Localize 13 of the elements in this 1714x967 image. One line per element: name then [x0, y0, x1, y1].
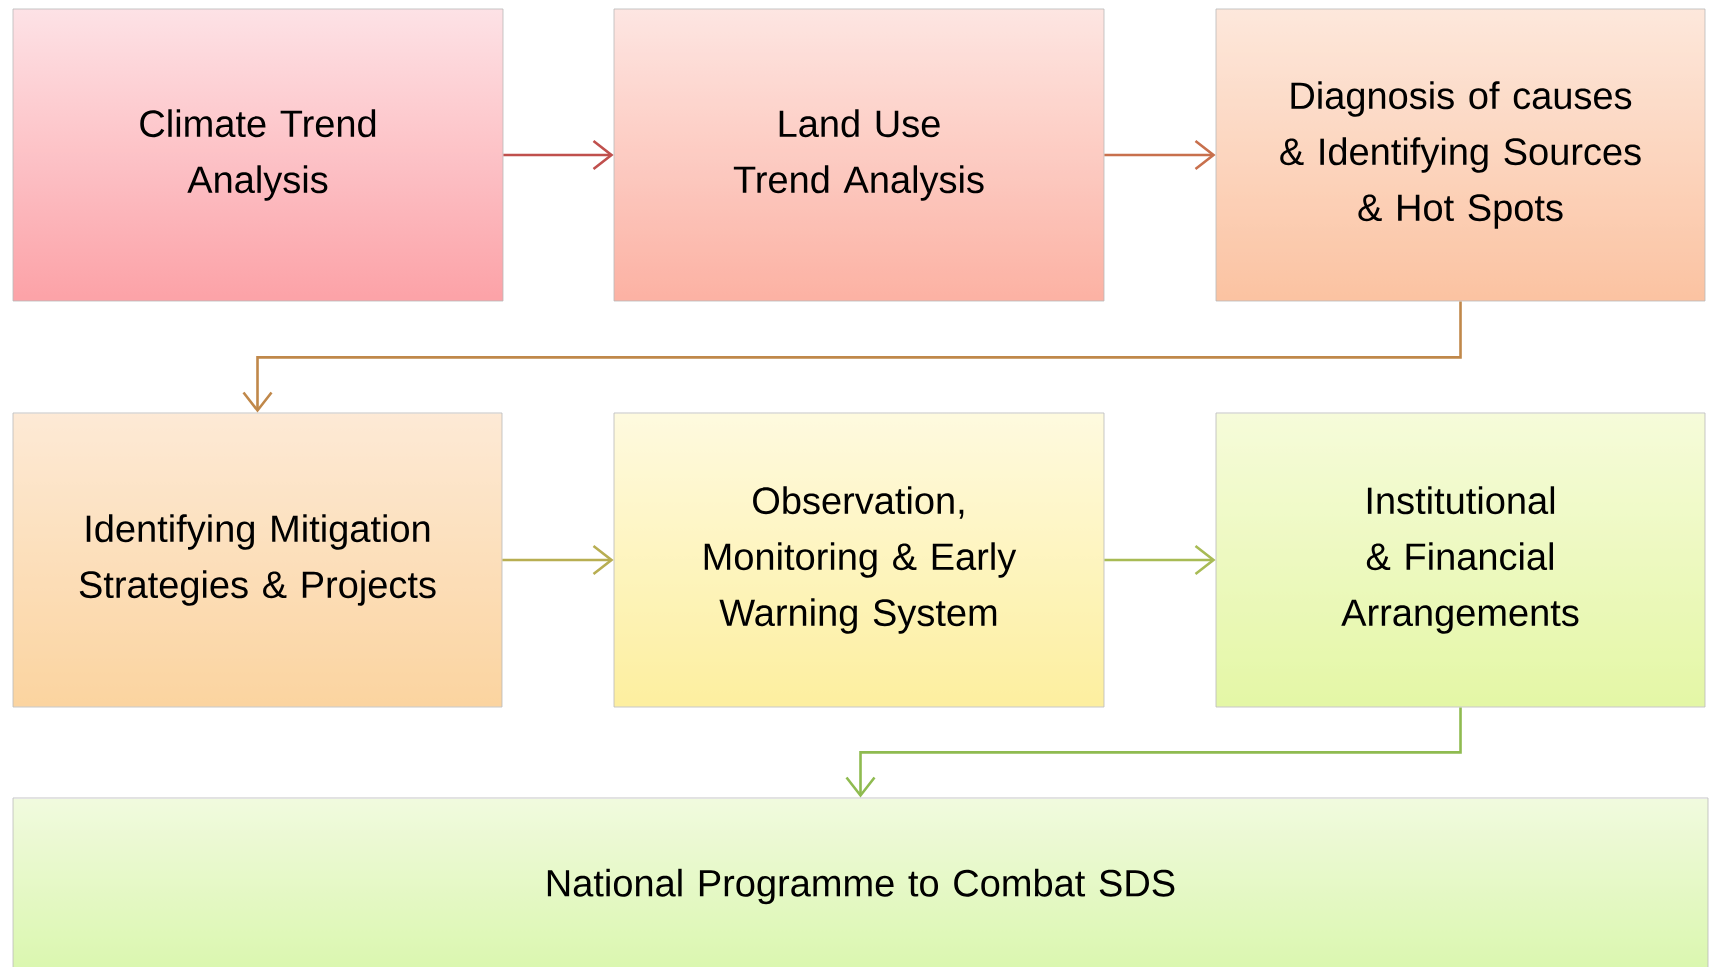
- process-box: Observation, Monitoring & Early Warning System: [613, 412, 1105, 708]
- process-box: Diagnosis of causes & Identifying Sources & Hot Spots: [1215, 8, 1706, 302]
- arrow: [1104, 544, 1216, 575]
- process-box: Climate Trend Analysis: [12, 8, 504, 302]
- arrow: [502, 544, 614, 575]
- process-box: Land Use Trend Analysis: [613, 8, 1105, 302]
- process-box: Institutional & Financial Arrangements: [1215, 412, 1706, 708]
- arrow: [503, 139, 614, 170]
- arrow: [845, 707, 1462, 798]
- arrow: [242, 301, 1462, 413]
- process-box: National Programme to Combat SDS: [12, 797, 1709, 967]
- arrow: [1104, 139, 1216, 170]
- process-box: Identifying Mitigation Strategies & Projects: [12, 412, 503, 708]
